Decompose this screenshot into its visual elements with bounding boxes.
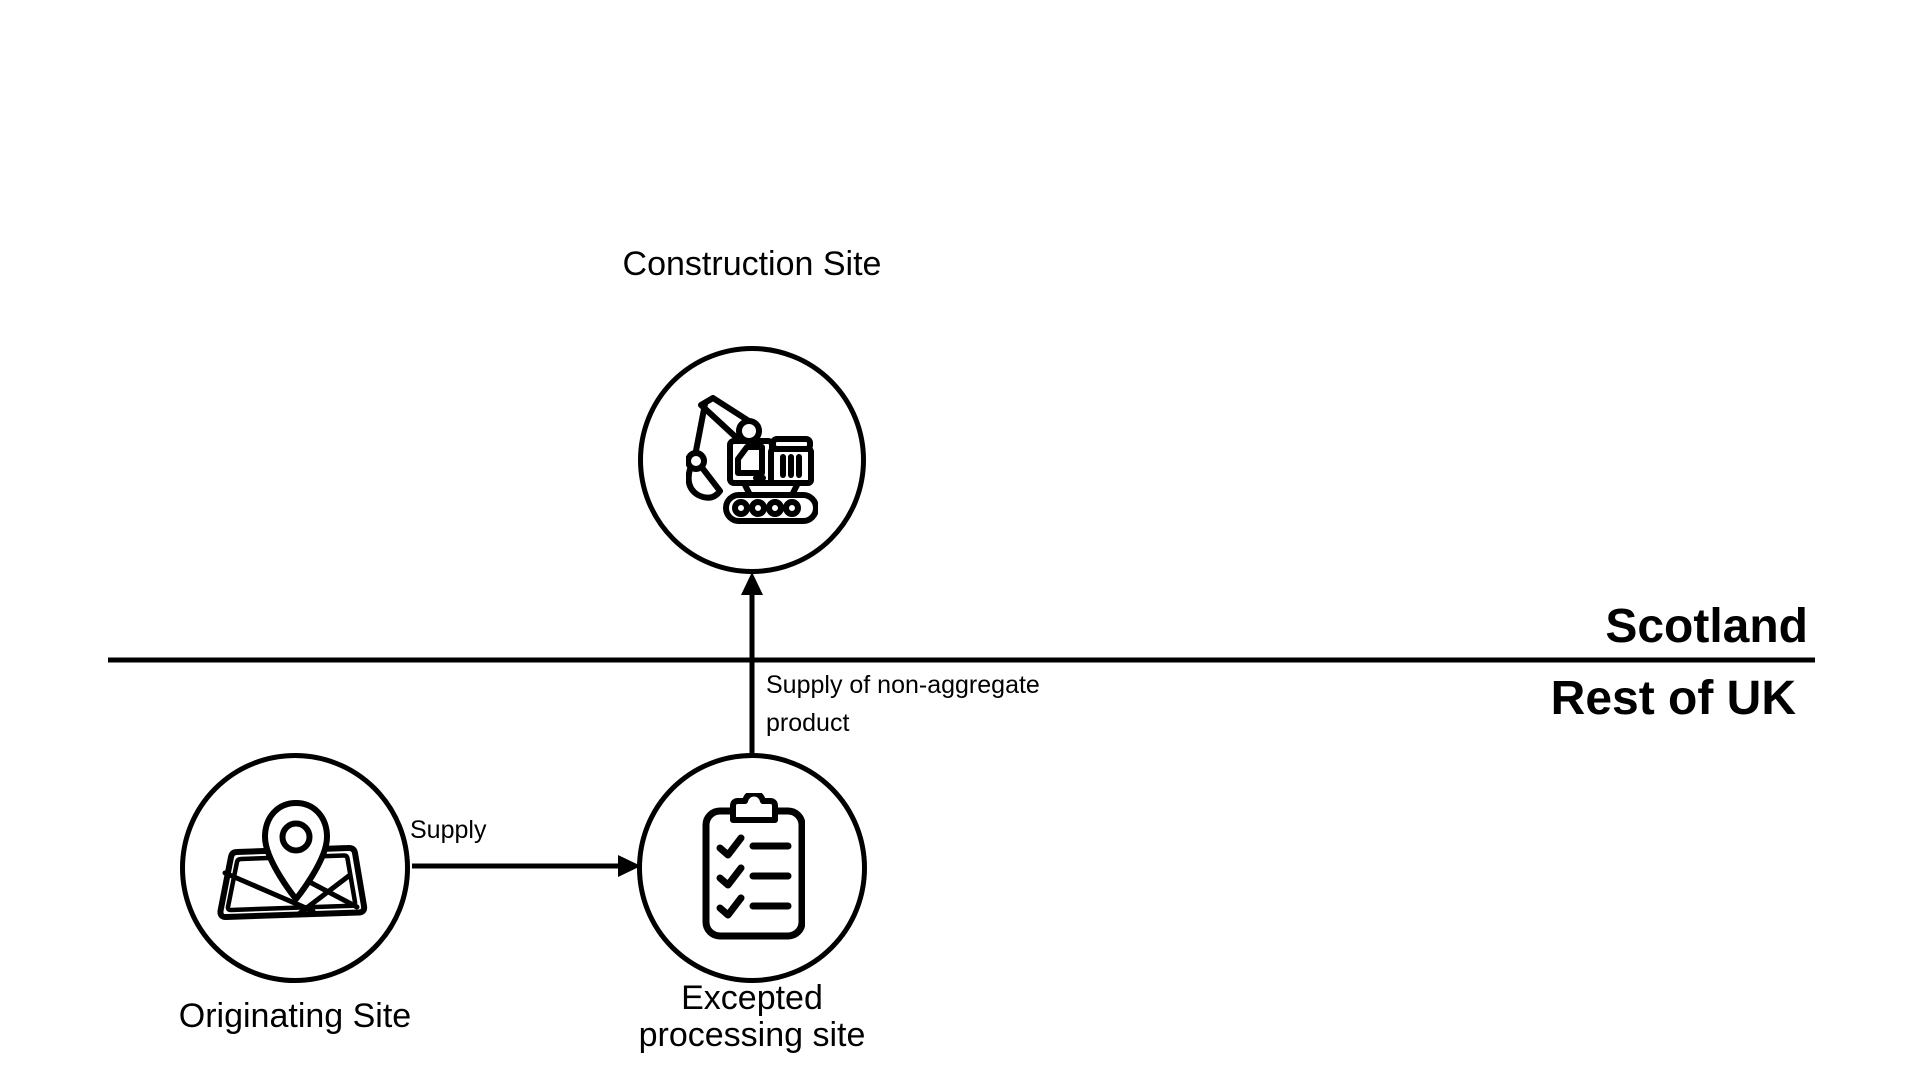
originating-site-label: Originating Site (178, 997, 412, 1035)
originating-site-node (180, 753, 410, 983)
region-label-rest-of-uk: Rest of UK (1550, 672, 1796, 725)
construction-site-label: Construction Site (622, 245, 882, 283)
map-location-pin-icon (217, 800, 368, 920)
excepted-processing-site-node (637, 753, 867, 983)
supply-edge-label: Supply (410, 816, 487, 844)
supply-non-aggregate-edge-label: Supply of non-aggregate product (766, 671, 1040, 737)
arrow-up-head (741, 572, 763, 595)
arrow-supply (412, 855, 641, 877)
region-label-scotland: Scotland (1605, 600, 1808, 653)
excavator-icon (686, 395, 818, 524)
construction-site-node (638, 346, 866, 574)
arrow-supply-non-aggregate (741, 572, 763, 754)
clipboard-checklist-icon (702, 793, 805, 940)
arrow-right-head (618, 855, 641, 877)
excepted-processing-site-label: Excepted processing site (638, 979, 866, 1054)
